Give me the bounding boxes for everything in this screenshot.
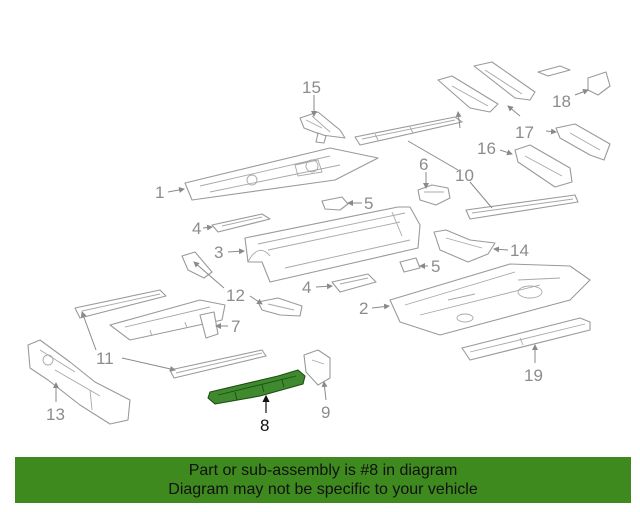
callout-1: 1	[155, 183, 164, 202]
part-19-rear-crossmember[interactable]	[461, 317, 591, 361]
part-10-upper-rail[interactable]	[354, 116, 463, 146]
callout-10: 10	[455, 166, 474, 185]
part-14-crossmember[interactable]	[433, 229, 496, 263]
callout-17: 17	[515, 123, 534, 142]
callout-9: 9	[321, 403, 330, 422]
callouts: 1 4 3 5 6 15 10 16 17 18 14 5 4 2 12 7 1…	[46, 78, 571, 435]
part-10-lower-rail[interactable]	[465, 194, 579, 220]
leader-lines	[53, 88, 589, 413]
callout-19: 19	[524, 366, 543, 385]
banner-line-2: Diagram may not be specific to your vehi…	[168, 481, 478, 498]
part-4-lower-bracket[interactable]	[331, 273, 377, 293]
callout-2: 2	[359, 299, 368, 318]
part-9-bracket[interactable]	[303, 349, 331, 386]
part-5-lower-bracket[interactable]	[399, 257, 421, 273]
part-18-bracket[interactable]	[537, 65, 611, 96]
part-7-front-crossmember[interactable]	[109, 299, 226, 341]
callout-18: 18	[552, 92, 571, 111]
banner-line-1: Part or sub-assembly is #8 in diagram	[188, 462, 458, 479]
callout-11: 11	[96, 349, 114, 368]
callout-5a: 5	[364, 194, 373, 213]
callout-4b: 4	[302, 278, 311, 297]
info-banner: Part or sub-assembly is #8 in diagram Di…	[15, 457, 631, 503]
callout-5b: 5	[431, 257, 440, 276]
part-16-side-member[interactable]	[514, 144, 573, 188]
part-17-rear-member[interactable]	[437, 61, 611, 161]
part-2-rear-floor[interactable]	[389, 263, 591, 336]
part-6-bracket[interactable]	[417, 184, 451, 206]
callout-13: 13	[46, 405, 65, 424]
part-11-rails[interactable]	[74, 289, 267, 379]
callout-6: 6	[419, 155, 428, 174]
callout-3: 3	[214, 243, 223, 262]
part-4-upper-bracket[interactable]	[211, 213, 271, 233]
part-5-upper-bracket[interactable]	[321, 196, 349, 211]
callout-15: 15	[302, 78, 321, 97]
part-15-bracket[interactable]	[299, 111, 346, 144]
part-3-center-floor[interactable]	[244, 206, 421, 283]
part-8-highlighted[interactable]	[207, 369, 306, 405]
part-1-front-floor-pan[interactable]	[184, 147, 379, 201]
callout-12: 12	[226, 286, 245, 305]
callout-14: 14	[510, 241, 529, 260]
callout-8: 8	[260, 416, 269, 435]
callout-16: 16	[477, 139, 496, 158]
part-13-side-panel[interactable]	[27, 339, 131, 425]
callout-4a: 4	[192, 219, 201, 238]
callout-7: 7	[231, 317, 240, 336]
